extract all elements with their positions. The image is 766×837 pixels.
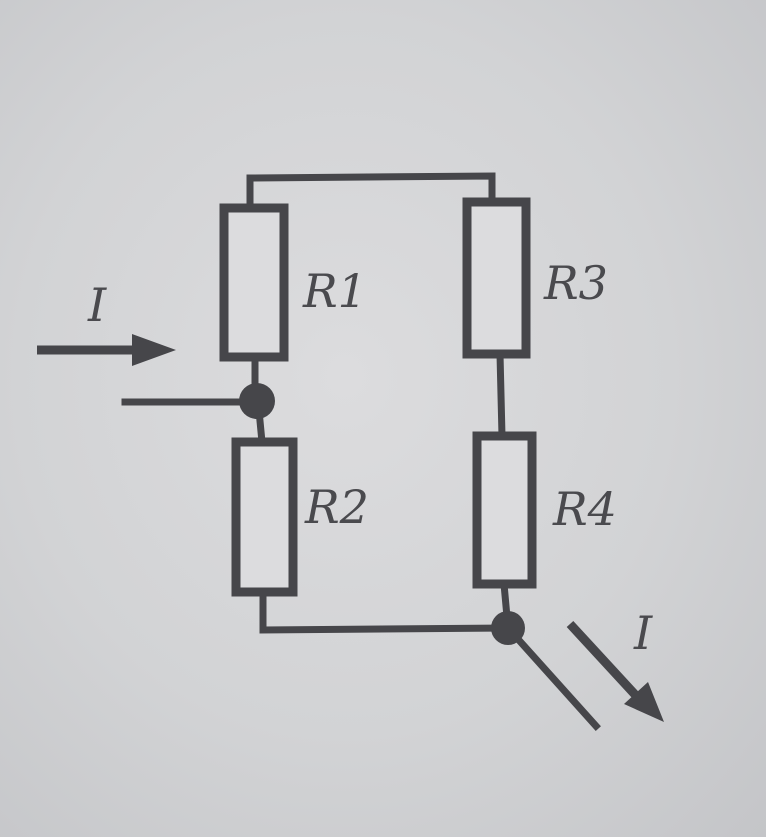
label-current-out: I bbox=[634, 606, 653, 660]
label-r3: R3 bbox=[544, 256, 608, 310]
wire-output-lead bbox=[503, 623, 601, 731]
current-out-arrow-icon bbox=[566, 620, 664, 722]
resistor-r2 bbox=[231, 437, 298, 597]
label-r1: R1 bbox=[303, 264, 367, 318]
junction-node-b bbox=[491, 611, 525, 645]
label-r2: R2 bbox=[305, 480, 369, 534]
label-current-in: I bbox=[88, 278, 107, 332]
current-in-arrow-icon bbox=[37, 334, 176, 366]
wire-r3-r4 bbox=[496, 350, 506, 440]
junction-node-a bbox=[239, 383, 275, 419]
resistor-r1 bbox=[219, 203, 289, 362]
label-r4: R4 bbox=[553, 482, 617, 536]
resistor-r3 bbox=[462, 197, 531, 359]
wire-bottom bbox=[259, 588, 512, 634]
wire-top bbox=[246, 172, 496, 212]
resistor-r4 bbox=[472, 431, 537, 589]
